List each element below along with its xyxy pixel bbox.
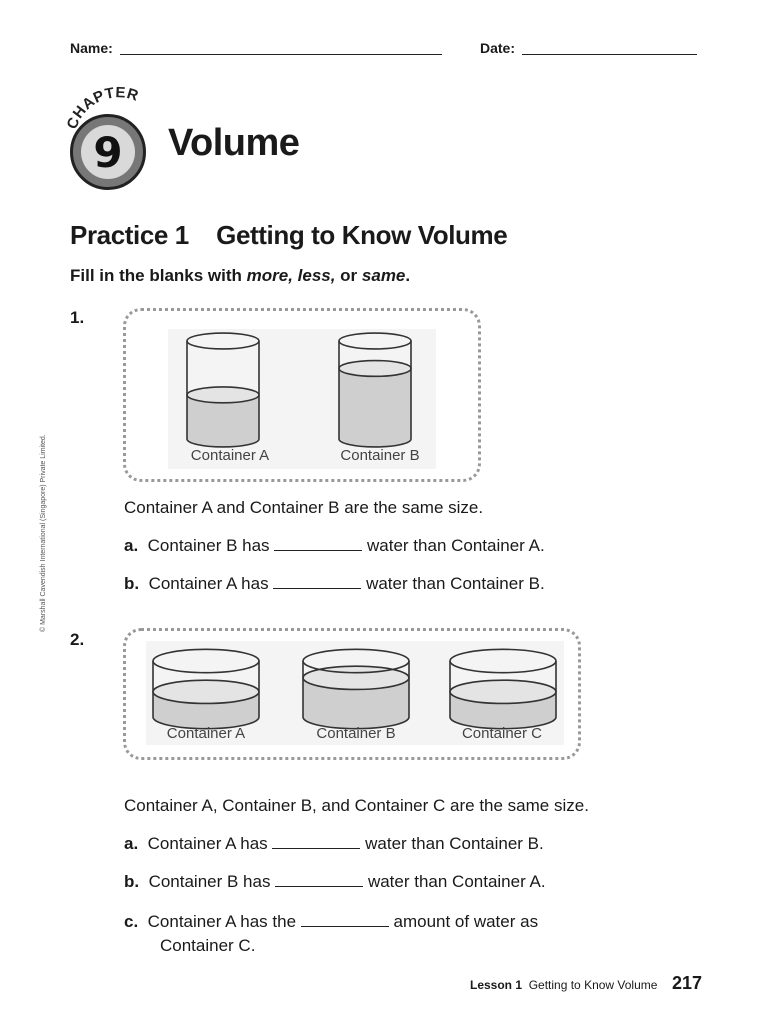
footer: Lesson 1 Getting to Know Volume [470, 978, 657, 992]
q1-container-b-label: Container B [340, 447, 420, 464]
q1-container-b [338, 332, 412, 448]
q2-item-b: b. Container B has water than Container … [124, 872, 546, 891]
q2-container-c [449, 648, 557, 730]
instructions: Fill in the blanks with more, less, or s… [70, 266, 411, 285]
q1-container-a [186, 332, 260, 448]
page-number: 217 [672, 973, 703, 993]
copyright-note: © Marshall Cavendish International (Sing… [40, 434, 47, 632]
tall-containers [168, 329, 436, 469]
question-1-figure: Container A Container B [123, 308, 481, 482]
q2c-answer-blank[interactable] [300, 926, 389, 927]
q1-statement: Container A and Container B are the same… [124, 498, 484, 517]
question-2-figure: Container A Container B Container C [123, 628, 581, 760]
q1a-answer-blank[interactable] [274, 550, 363, 551]
q2-container-b-label: Container B [316, 725, 396, 742]
q2a-answer-blank[interactable] [272, 848, 361, 849]
q2-container-a [152, 648, 260, 730]
q2-statement: Container A, Container B, and Container … [124, 796, 589, 815]
name-label: Name: [70, 40, 113, 56]
chapter-title: Volume [168, 122, 300, 164]
practice-title: Practice 1 Getting to Know Volume [70, 220, 508, 250]
date-label: Date: [480, 40, 516, 56]
question-2-number: 2. [70, 630, 85, 649]
footer-lesson: Lesson 1 [470, 978, 523, 992]
q1-item-a: a. Container B has water than Container … [124, 536, 545, 555]
q2b-answer-blank[interactable] [275, 886, 364, 887]
date-field[interactable] [522, 54, 697, 55]
q2-container-b [302, 648, 410, 730]
q1-item-b: b. Container A has water than Container … [124, 574, 545, 593]
q1b-answer-blank[interactable] [273, 588, 362, 589]
q2-container-c-label: Container C [461, 725, 543, 742]
q2-container-a-label: Container A [166, 725, 246, 742]
q1-container-a-label: Container A [190, 447, 270, 464]
footer-lesson-title: Getting to Know Volume [528, 978, 658, 992]
q2-item-a: a. Container A has water than Container … [124, 834, 544, 853]
question-1-number: 1. [70, 308, 85, 327]
q2-item-c: c. Container A has the amount of water a… [124, 912, 539, 955]
name-field[interactable] [120, 54, 442, 55]
wide-containers [146, 641, 564, 745]
chapter-number: 9 [81, 125, 135, 179]
chapter-badge: 9 [70, 114, 146, 190]
